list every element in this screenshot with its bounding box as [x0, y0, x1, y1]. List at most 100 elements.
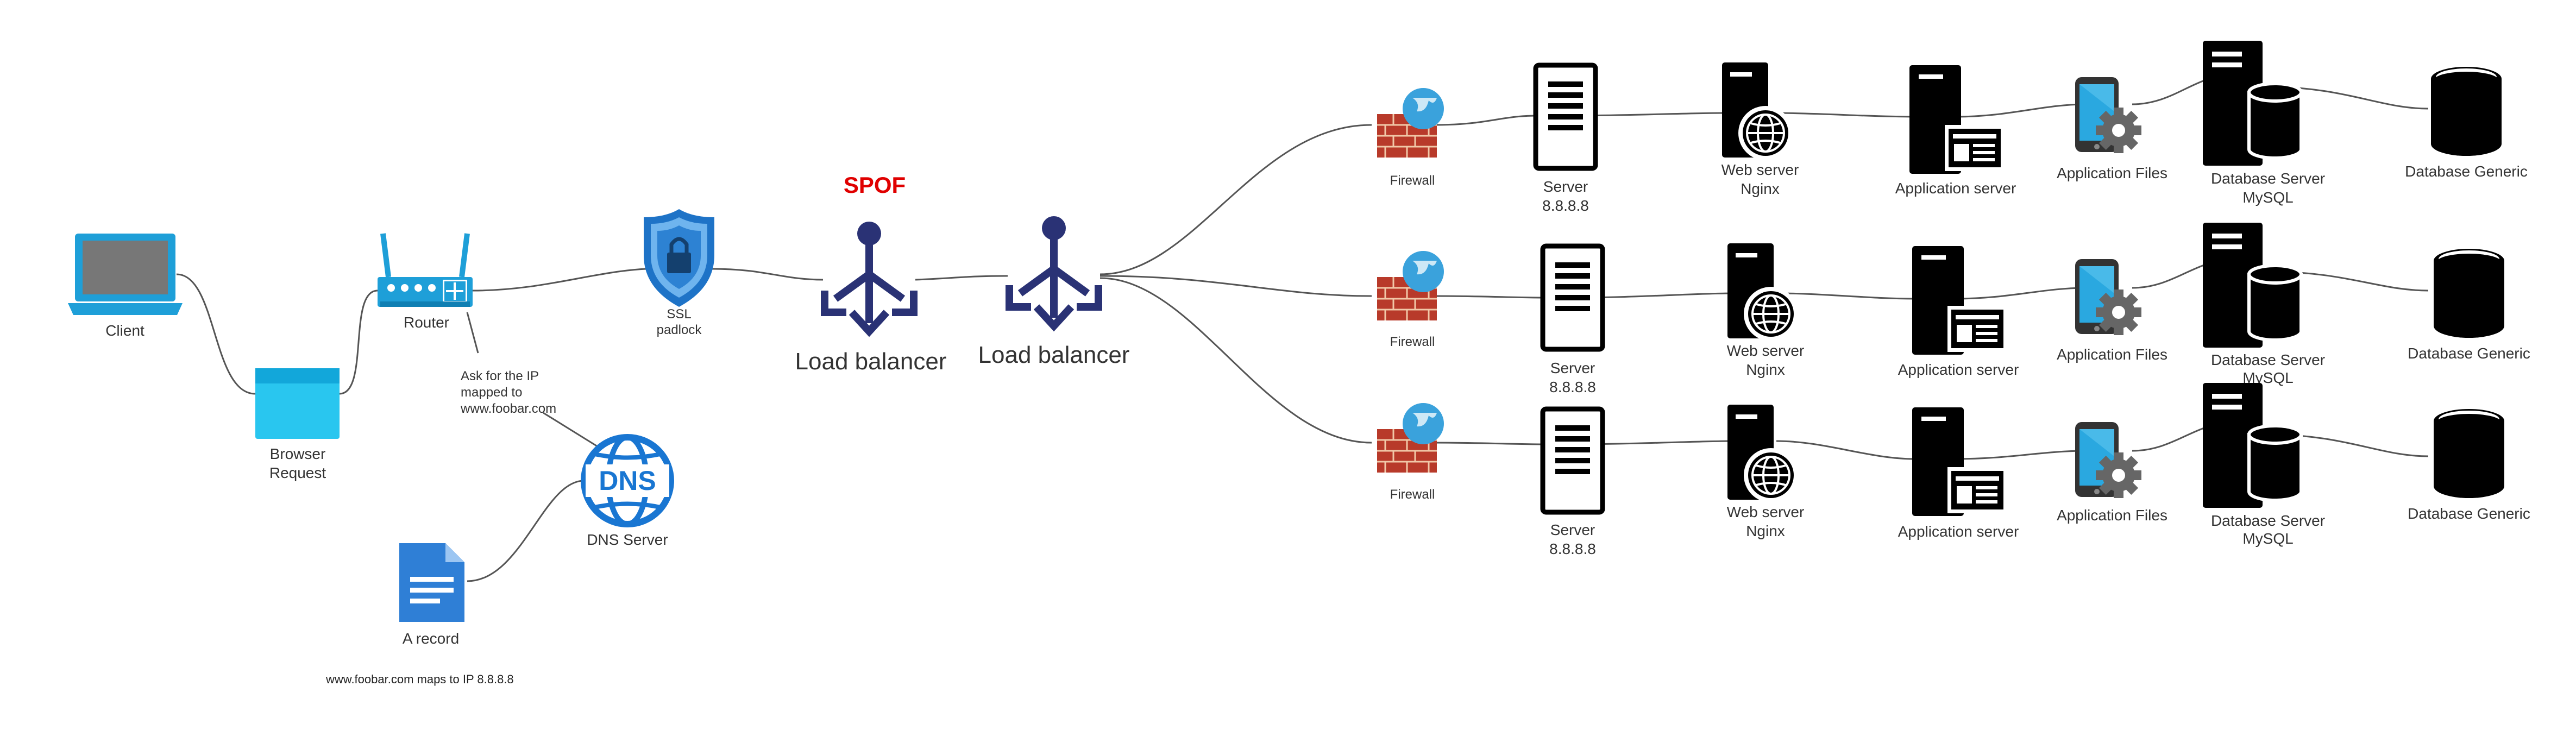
appserver-icon — [1909, 65, 2005, 174]
tier-row: Firewall Server 8.8.8.8 Web server Nginx… — [1376, 383, 2530, 557]
ssl-node[interactable]: SSL padlock — [644, 209, 714, 337]
tier-row: Firewall Server 8.8.8.8 Web server Nginx… — [1376, 223, 2530, 395]
server-node[interactable]: Server 8.8.8.8 — [1536, 65, 1595, 214]
browser-node[interactable]: Browser Request — [255, 368, 340, 481]
server-icon — [1536, 65, 1595, 168]
dns-query-line3: www.foobar.com — [460, 401, 556, 416]
server-ip: 8.8.8.8 — [1549, 379, 1596, 395]
appserver-label: Application server — [1898, 523, 2019, 540]
connector-lb2-firewall-3 — [1099, 277, 1372, 444]
webserver-label: Web server — [1727, 504, 1805, 520]
server-node[interactable]: Server 8.8.8.8 — [1543, 246, 1603, 395]
ssl-label-line1: SSL — [667, 307, 691, 322]
firewall-node[interactable]: Firewall — [1376, 87, 1445, 188]
server-label: Server — [1543, 178, 1588, 195]
webserver-node[interactable]: Web server Nginx — [1721, 61, 1799, 197]
arecord-label: A record — [403, 630, 459, 647]
connector-router-ssl — [472, 268, 647, 292]
dbserver-software: MySQL — [2242, 530, 2293, 547]
lb2-node[interactable]: Load balancer — [978, 216, 1130, 368]
database-server-icon — [2203, 223, 2301, 348]
dns-query-note: Ask for the IP mapped to www.foobar.com — [460, 369, 556, 416]
appserver-label: Application server — [1895, 180, 2016, 197]
dbgeneric-node[interactable]: Database Generic — [2405, 67, 2528, 180]
webserver-node[interactable]: Web server Nginx — [1726, 242, 1805, 378]
server-icon — [1543, 409, 1603, 512]
lb1-node[interactable]: Load balancer — [795, 222, 947, 375]
dbserver-node[interactable]: Database Server MySQL — [2203, 223, 2325, 386]
document-icon — [399, 543, 464, 622]
client-node[interactable]: Client — [68, 234, 183, 339]
firewall-node[interactable]: Firewall — [1376, 250, 1445, 349]
connector-dns-arecord — [467, 480, 585, 582]
firewall-label: Firewall — [1390, 335, 1435, 349]
dns-label: DNS Server — [587, 531, 668, 548]
browser-label-line1: Browser — [270, 445, 326, 462]
tier-row: Firewall Server 8.8.8.8 Web server Nginx… — [1376, 41, 2528, 214]
browser-label-line2: Request — [269, 464, 326, 481]
database-server-icon — [2203, 383, 2301, 508]
appfiles-label: Application Files — [2057, 346, 2167, 363]
appfiles-node[interactable]: Application Files — [2057, 259, 2167, 363]
tier3-chain — [1434, 423, 2429, 460]
laptop-icon — [68, 234, 183, 315]
connector-client-browser — [176, 273, 256, 395]
dns-node[interactable]: DNS DNS Server — [581, 434, 674, 548]
lb1-label: Load balancer — [795, 348, 947, 375]
router-icon — [378, 233, 473, 307]
dbgeneric-node[interactable]: Database Generic — [2408, 409, 2530, 522]
appfiles-node[interactable]: Application Files — [2057, 422, 2167, 524]
appserver-node[interactable]: Application server — [1895, 65, 2016, 197]
dbserver-software: MySQL — [2242, 189, 2293, 206]
dbserver-label: Database Server — [2211, 512, 2325, 529]
connector-router-dnsnote — [466, 312, 479, 354]
dbgeneric-node[interactable]: Database Generic — [2408, 249, 2530, 362]
server-icon — [1543, 246, 1603, 349]
firewall-label: Firewall — [1390, 173, 1435, 188]
appserver-icon — [1912, 407, 2007, 516]
webserver-globe-icon — [1726, 404, 1799, 504]
server-node[interactable]: Server 8.8.8.8 — [1543, 409, 1603, 557]
dbgeneric-label: Database Generic — [2408, 505, 2530, 522]
server-ip: 8.8.8.8 — [1549, 540, 1596, 557]
server-label: Server — [1550, 360, 1595, 376]
arecord-node[interactable]: A record — [399, 543, 464, 647]
firewall-icon — [1376, 87, 1445, 159]
webserver-label: Web server — [1721, 161, 1799, 178]
dns-query-line1: Ask for the IP — [461, 369, 539, 383]
arecord-note: www.foobar.com maps to IP 8.8.8.8 — [325, 672, 514, 686]
phone-gear-icon — [2075, 77, 2141, 153]
firewall-node[interactable]: Firewall — [1376, 402, 1445, 502]
connector-lb1-lb2 — [915, 275, 1008, 281]
router-node[interactable]: Router — [378, 233, 473, 331]
connector-lb2-firewall-2 — [1099, 275, 1372, 297]
svg-text:DNS: DNS — [599, 465, 656, 496]
connector-dnsnote-dns — [543, 412, 598, 448]
dbgeneric-label: Database Generic — [2405, 163, 2528, 180]
browser-window-icon — [255, 368, 340, 439]
appserver-icon — [1912, 246, 2007, 355]
tier2-chain — [1434, 260, 2429, 300]
dbserver-node[interactable]: Database Server MySQL — [2203, 41, 2325, 206]
tier1-chain — [1434, 75, 2429, 126]
firewall-icon — [1376, 402, 1445, 474]
appfiles-node[interactable]: Application Files — [2057, 77, 2167, 181]
spof-label: SPOF — [844, 172, 906, 198]
webserver-software: Nginx — [1746, 523, 1785, 539]
webserver-node[interactable]: Web server Nginx — [1726, 404, 1805, 539]
dbserver-label: Database Server — [2211, 170, 2325, 187]
phone-gear-icon — [2075, 422, 2141, 498]
firewall-label: Firewall — [1390, 487, 1435, 502]
appfiles-label: Application Files — [2057, 507, 2167, 524]
database-cylinder-icon — [2434, 409, 2504, 498]
appserver-node[interactable]: Application server — [1898, 407, 2019, 540]
phone-gear-icon — [2075, 259, 2141, 335]
lb2-label: Load balancer — [978, 342, 1130, 368]
appserver-node[interactable]: Application server — [1898, 246, 2019, 378]
connector-browser-router — [339, 290, 378, 395]
server-label: Server — [1550, 521, 1595, 538]
dbserver-node[interactable]: Database Server MySQL — [2203, 383, 2325, 547]
load-balancer-icon — [1009, 216, 1098, 326]
client-label: Client — [105, 322, 144, 339]
